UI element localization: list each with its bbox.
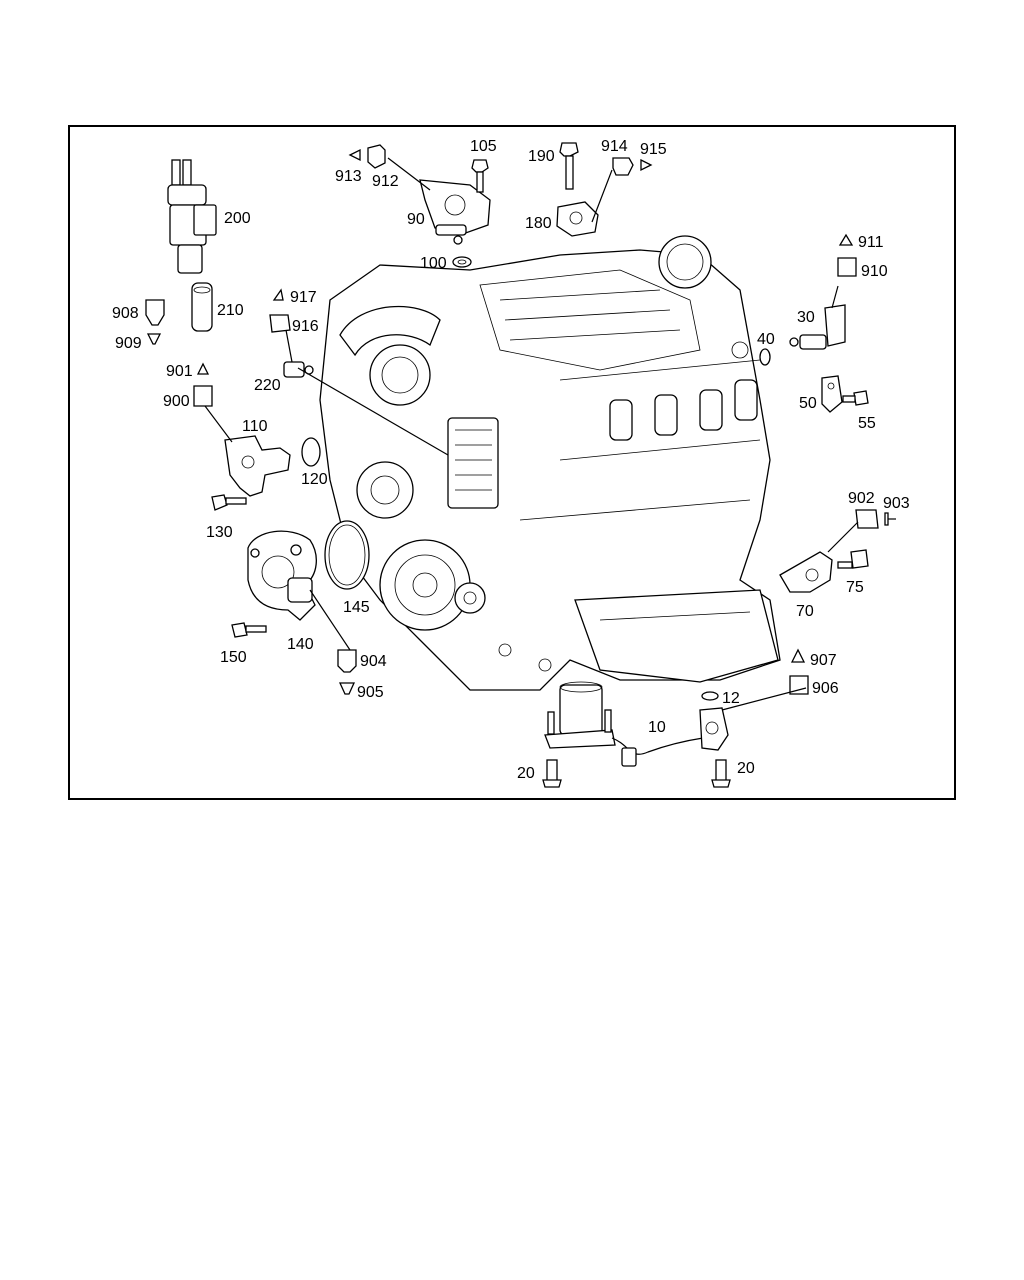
part-911-seal bbox=[838, 233, 854, 246]
part-55-bolt bbox=[842, 390, 869, 406]
part-906-connector bbox=[789, 675, 809, 695]
part-105-bolt bbox=[471, 159, 489, 193]
label-900: 900 bbox=[163, 393, 190, 410]
part-908-connector bbox=[145, 299, 165, 326]
part-210-hose bbox=[191, 282, 213, 332]
part-905-seal bbox=[338, 682, 356, 695]
label-145: 145 bbox=[343, 599, 370, 616]
label-906: 906 bbox=[812, 680, 839, 697]
label-903: 903 bbox=[883, 495, 910, 512]
part-909-seal bbox=[146, 333, 162, 345]
label-909: 909 bbox=[115, 335, 142, 352]
label-90: 90 bbox=[407, 211, 425, 228]
part-40-seal bbox=[759, 348, 771, 366]
label-912: 912 bbox=[372, 173, 399, 190]
part-120-o-ring bbox=[301, 437, 321, 467]
label-902: 902 bbox=[848, 490, 875, 507]
label-130: 130 bbox=[206, 524, 233, 541]
part-917-seal bbox=[272, 288, 284, 301]
label-55: 55 bbox=[858, 415, 876, 432]
label-911: 911 bbox=[858, 234, 884, 251]
label-904: 904 bbox=[360, 653, 387, 670]
label-20-left: 20 bbox=[517, 765, 535, 782]
label-901: 901 bbox=[166, 363, 193, 380]
part-904-connector bbox=[337, 649, 357, 673]
part-910-connector bbox=[837, 257, 857, 277]
part-901-seal bbox=[196, 362, 210, 375]
label-100: 100 bbox=[420, 255, 447, 272]
part-912-connector bbox=[367, 144, 386, 169]
part-130-bolt bbox=[211, 494, 247, 511]
label-10: 10 bbox=[648, 719, 666, 736]
label-905: 905 bbox=[357, 684, 384, 701]
part-140-cover bbox=[247, 530, 317, 621]
diagram-frame bbox=[68, 125, 956, 800]
label-916: 916 bbox=[292, 318, 319, 335]
part-914-connector bbox=[612, 157, 634, 176]
part-20-bolt-left bbox=[542, 759, 562, 788]
label-105: 105 bbox=[470, 138, 497, 155]
part-75-bolt bbox=[837, 549, 869, 569]
part-916-connector bbox=[269, 314, 291, 333]
label-40: 40 bbox=[757, 331, 775, 348]
part-150-bolt bbox=[231, 622, 267, 638]
part-900-connector bbox=[193, 385, 213, 407]
leader-lines bbox=[204, 157, 859, 711]
label-70: 70 bbox=[796, 603, 814, 620]
label-190: 190 bbox=[528, 148, 555, 165]
part-100-seal bbox=[452, 256, 472, 268]
ignition-coils bbox=[609, 379, 758, 441]
part-907-seal bbox=[790, 648, 806, 663]
part-labels: 200 210 908 909 913 912 90 105 100 190 9… bbox=[112, 138, 910, 782]
label-210: 210 bbox=[217, 302, 244, 319]
label-110: 110 bbox=[242, 418, 268, 435]
part-70-crankshaft-sensor bbox=[779, 551, 833, 593]
part-180-knock-sensor bbox=[556, 201, 599, 237]
engine-block bbox=[319, 235, 781, 691]
label-913: 913 bbox=[335, 168, 362, 185]
label-910: 910 bbox=[861, 263, 888, 280]
label-200: 200 bbox=[224, 210, 251, 227]
label-50: 50 bbox=[799, 395, 817, 412]
pulleys bbox=[356, 461, 486, 631]
label-120: 120 bbox=[301, 471, 328, 488]
label-180: 180 bbox=[525, 215, 552, 232]
label-917: 917 bbox=[290, 289, 317, 306]
part-190-bolt bbox=[559, 142, 579, 190]
label-150: 150 bbox=[220, 649, 247, 666]
part-903-seal bbox=[884, 512, 896, 526]
part-913-seal bbox=[348, 148, 361, 162]
part-145-gasket bbox=[324, 520, 370, 590]
label-220: 220 bbox=[254, 377, 281, 394]
label-75: 75 bbox=[846, 579, 864, 596]
label-915: 915 bbox=[640, 141, 667, 158]
part-12-seal bbox=[701, 691, 719, 701]
label-20-right: 20 bbox=[737, 760, 755, 777]
part-110-camshaft-sensor bbox=[224, 435, 291, 497]
label-908: 908 bbox=[112, 305, 139, 322]
part-10-oil-level-sensor bbox=[544, 681, 729, 767]
part-30-sensor bbox=[789, 304, 846, 350]
label-140: 140 bbox=[287, 636, 314, 653]
part-200-valve bbox=[167, 159, 217, 274]
label-907: 907 bbox=[810, 652, 837, 669]
part-90-pressure-sensor bbox=[419, 179, 491, 245]
part-915-seal bbox=[640, 158, 653, 172]
part-50-plate bbox=[821, 375, 843, 413]
part-902-connector bbox=[855, 509, 879, 529]
label-30: 30 bbox=[797, 309, 815, 326]
label-914: 914 bbox=[601, 138, 628, 155]
part-20-bolt-right bbox=[711, 759, 731, 788]
label-12: 12 bbox=[722, 690, 740, 707]
